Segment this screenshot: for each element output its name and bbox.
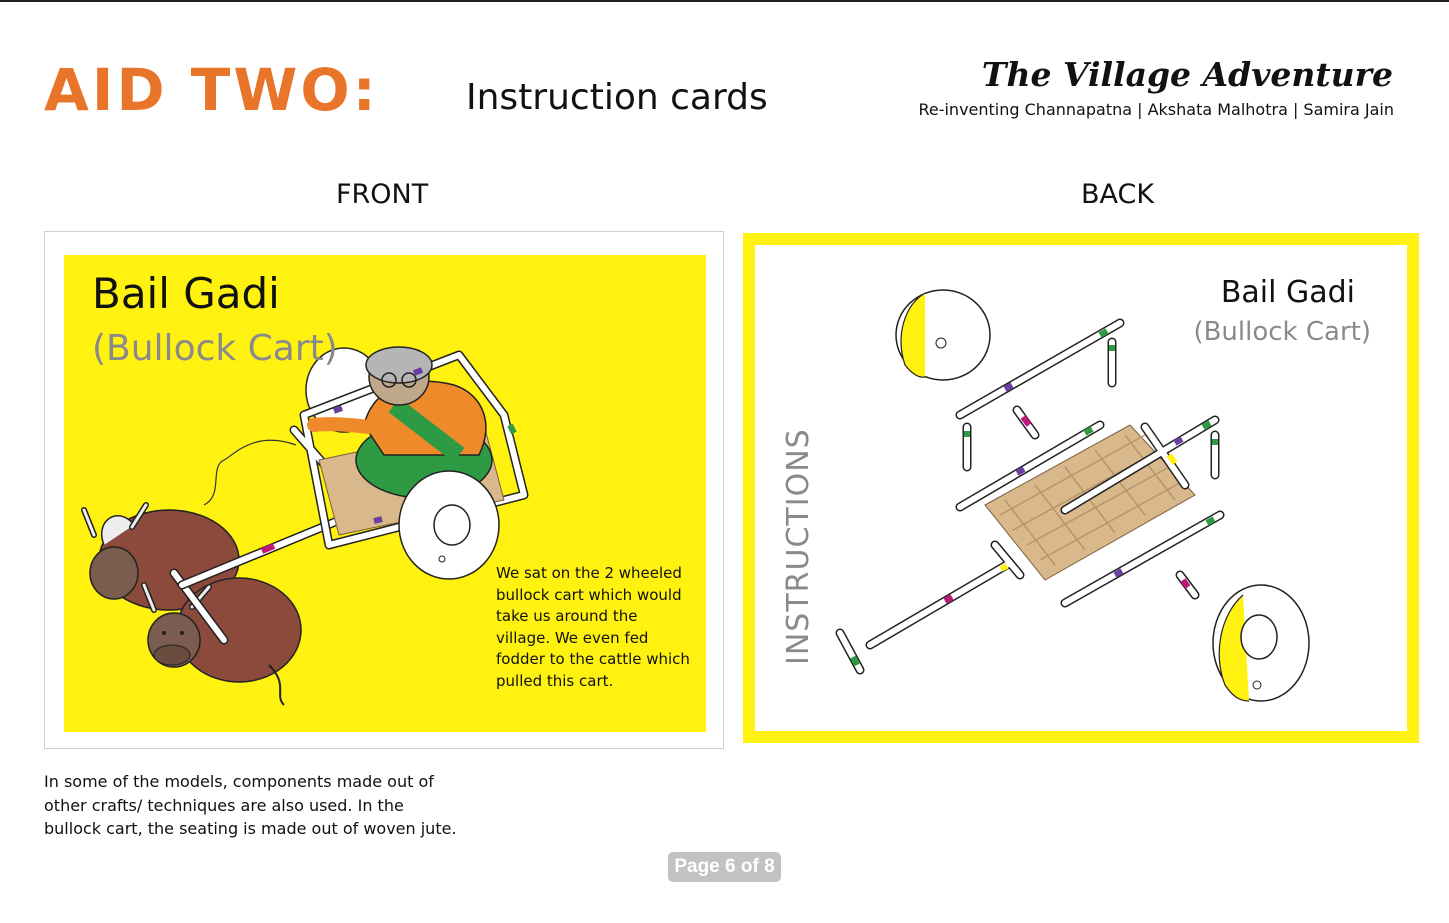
front-card-panel: Bail Gadi (Bullock Cart) We sat on the 2… (64, 255, 706, 732)
front-card-story: We sat on the 2 wheeled bullock cart whi… (496, 564, 690, 690)
front-column-label: FRONT (336, 179, 429, 210)
front-card-subtitle: (Bullock Cart) (92, 328, 338, 369)
page-indicator: Page 6 of 8 (668, 852, 781, 882)
exploded-assembly-illustration (835, 289, 1310, 702)
back-card-panel: Bail Gadi (Bullock Cart) INSTRUCTIONS (755, 245, 1407, 731)
back-card: Bail Gadi (Bullock Cart) INSTRUCTIONS (743, 233, 1419, 743)
back-column-label: BACK (1081, 179, 1155, 210)
bull-back (81, 502, 240, 611)
front-card-title: Bail Gadi (92, 269, 280, 318)
aid-subtitle: Instruction cards (466, 77, 768, 118)
bullock-cart-illustration (81, 346, 529, 706)
instructions-side-label: INSTRUCTIONS (781, 428, 816, 665)
back-card-title: Bail Gadi (1220, 275, 1355, 310)
footnote-text: In some of the models, components made o… (44, 772, 457, 838)
brand-title: The Village Adventure (981, 55, 1393, 94)
top-rule (0, 0, 1449, 2)
brand-subtitle: Re-inventing Channapatna | Akshata Malho… (918, 100, 1394, 119)
aid-title: AID TWO: (44, 56, 379, 124)
front-card: Bail Gadi (Bullock Cart) We sat on the 2… (44, 231, 724, 749)
back-card-subtitle: (Bullock Cart) (1193, 317, 1371, 347)
